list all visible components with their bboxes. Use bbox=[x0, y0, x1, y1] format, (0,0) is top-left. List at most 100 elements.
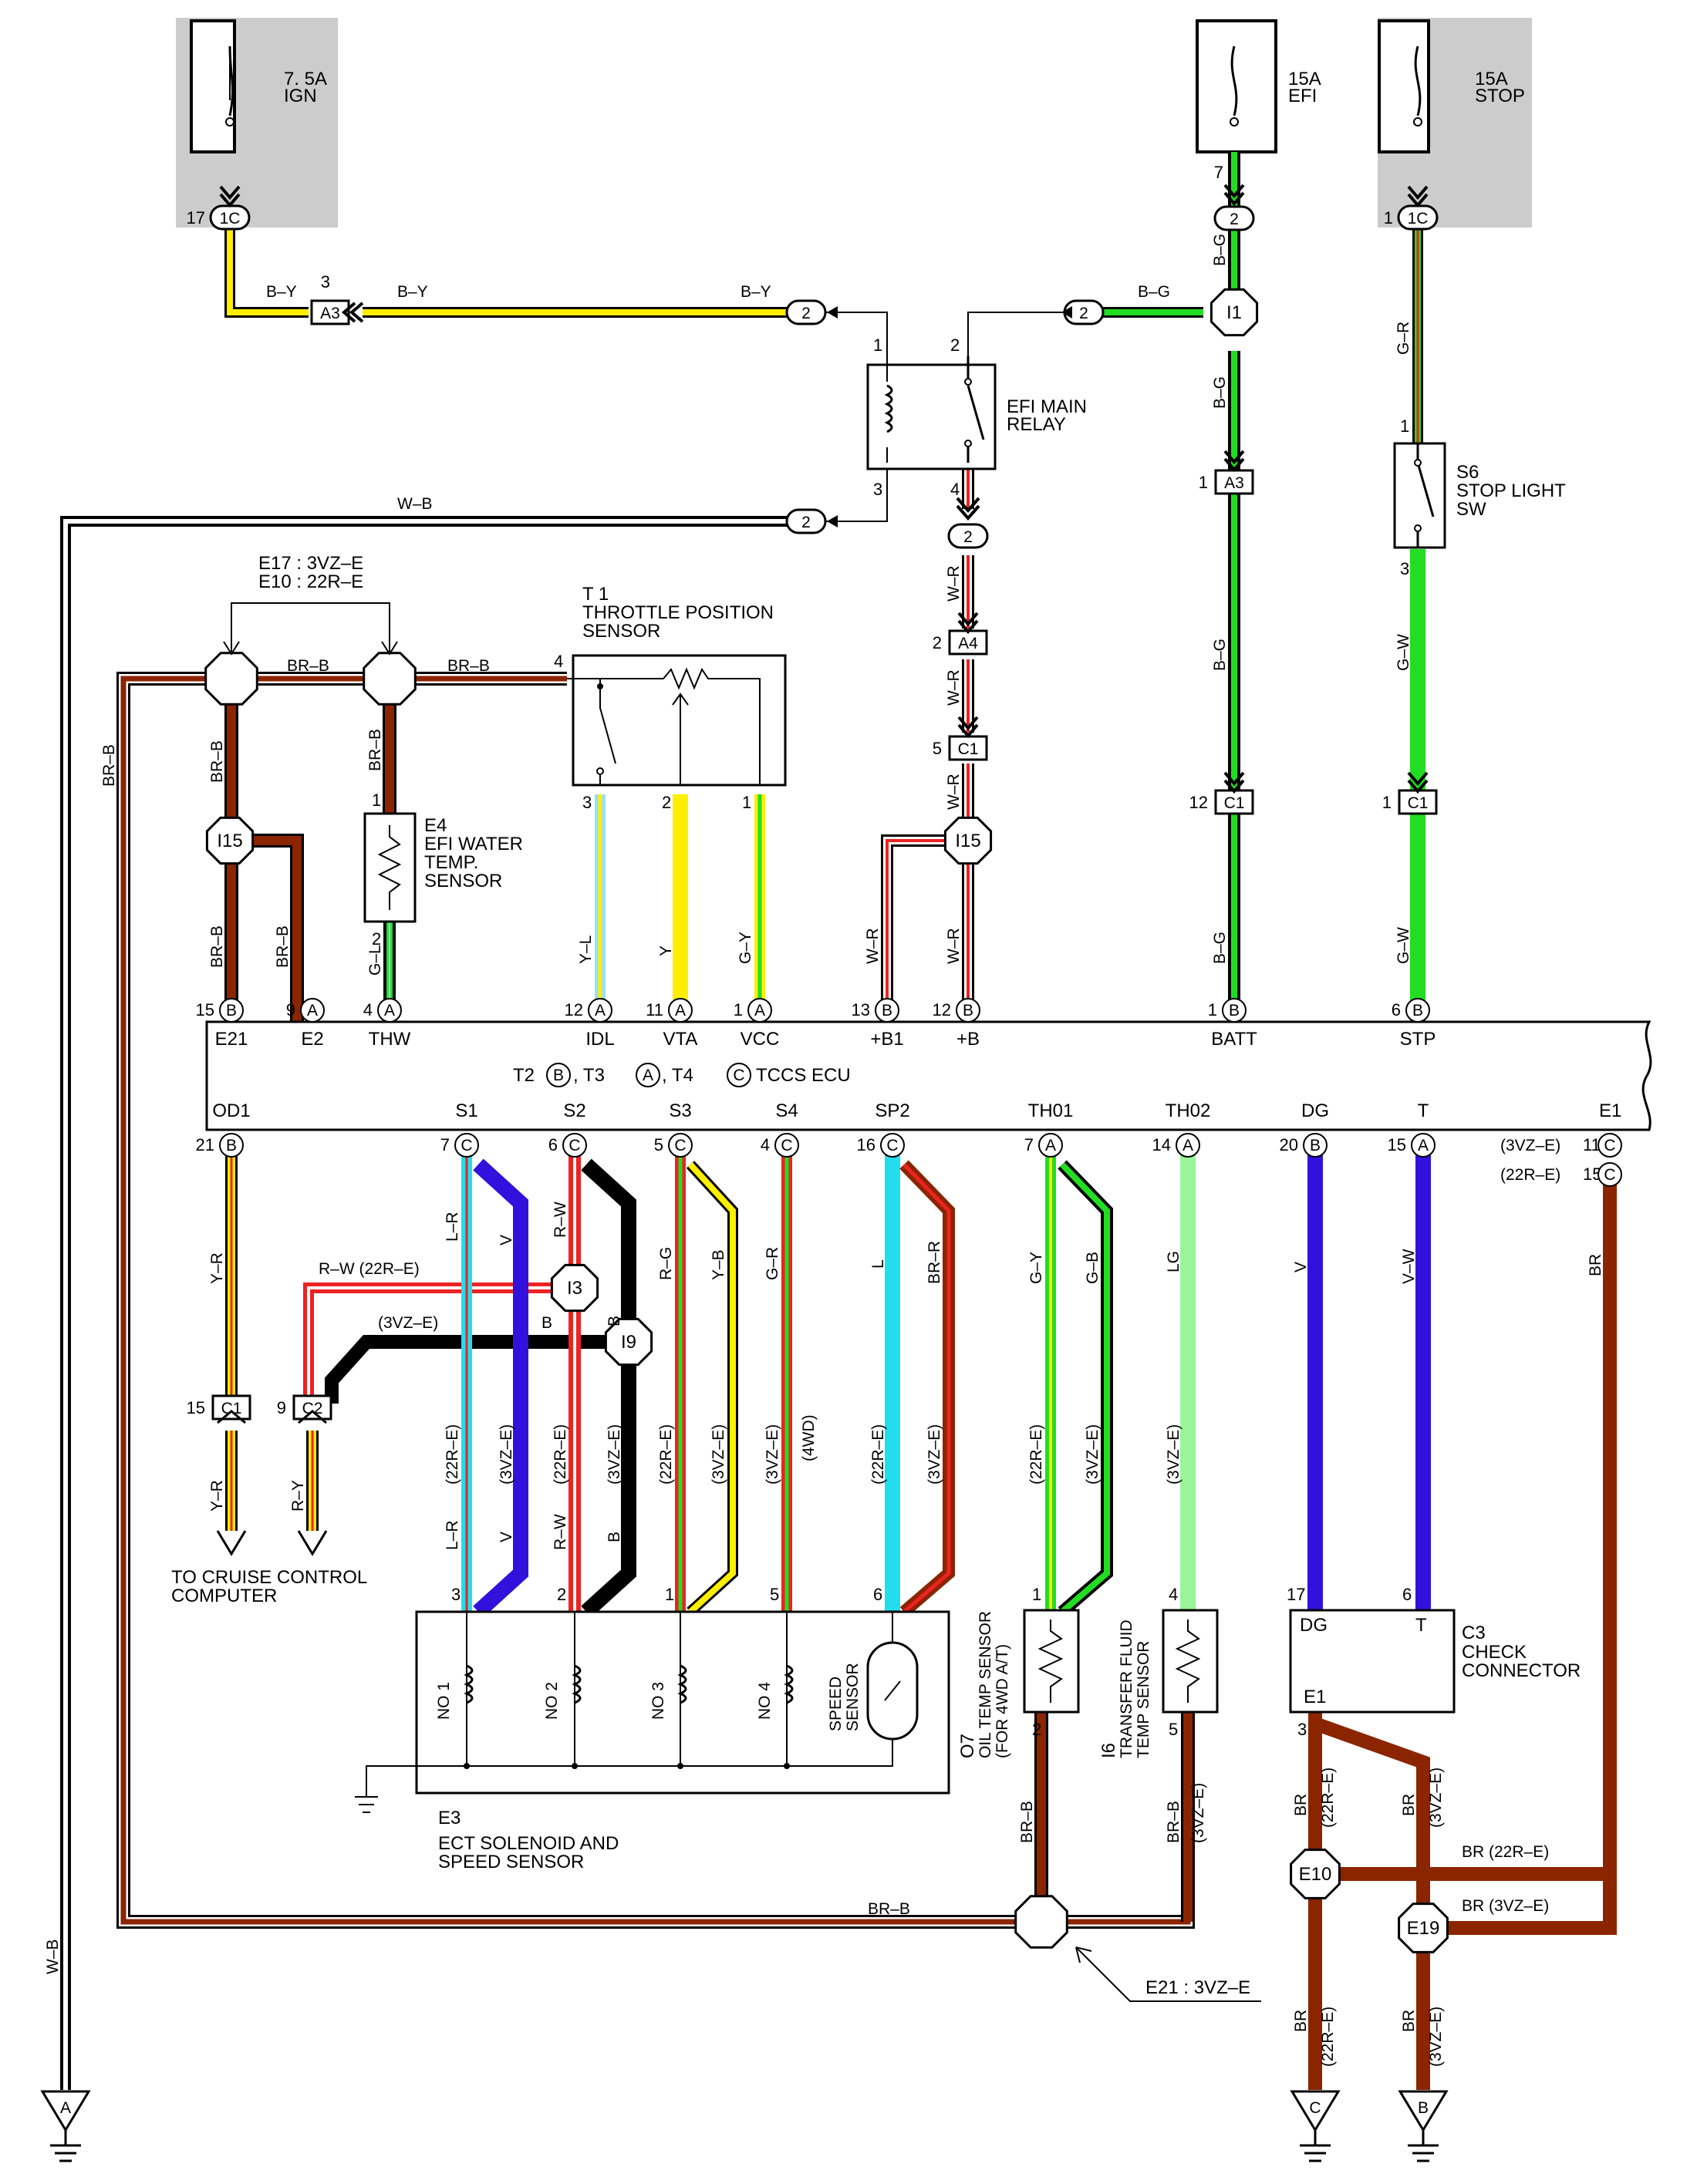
connector-1c-right-label: 1C bbox=[1408, 210, 1429, 228]
junction-i1: I1 bbox=[1209, 288, 1259, 337]
ecu-pin-name: E21 bbox=[215, 1029, 248, 1050]
ground-a-label: A bbox=[60, 2099, 71, 2117]
connector-c1-bg-label: C1 bbox=[1224, 794, 1245, 812]
cruise-control-arrows: TO CRUISE CONTROL COMPUTER bbox=[171, 1410, 367, 1606]
connector-c1-gw-label: C1 bbox=[1408, 794, 1429, 812]
wire-label-brb-left: BR–B bbox=[100, 744, 118, 787]
ecu-pin-conn: C bbox=[461, 1137, 472, 1154]
connector-c1-gw-pin: 1 bbox=[1382, 793, 1392, 812]
ecu-pin-name: DG bbox=[1301, 1100, 1329, 1121]
ecu-legend-t2: T2 bbox=[513, 1065, 535, 1086]
ground-b-label: B bbox=[1418, 2099, 1429, 2117]
splice-e21: E21 : 3VZ–E bbox=[1145, 1977, 1250, 1998]
ecu-pin-conn: B bbox=[226, 1002, 237, 1020]
wire-label-bg-1: B–G bbox=[1211, 234, 1229, 266]
wire-label-bg-3: B–G bbox=[1211, 639, 1229, 671]
variant-label-s3-22re: (22R–E) bbox=[657, 1424, 675, 1485]
ecu-pin-conn: C bbox=[781, 1137, 792, 1154]
junction-e19-label: E19 bbox=[1407, 1918, 1440, 1939]
ecu-pin-conn: B bbox=[882, 1002, 892, 1020]
connector-c1-wr-label: C1 bbox=[958, 740, 979, 758]
ecu-pin-conn: A bbox=[754, 1002, 765, 1020]
junction-i15-left-label: I15 bbox=[217, 831, 242, 851]
fuse-efi: 15A EFI bbox=[1196, 19, 1321, 153]
wire-label-v-1: V bbox=[498, 1235, 515, 1245]
ecu-pin-name: OD1 bbox=[212, 1100, 250, 1121]
wire-label-yb: Y–B bbox=[710, 1249, 727, 1280]
wire-label-bg-h: B–G bbox=[1138, 283, 1170, 301]
ecu-pin-number: 13 bbox=[852, 1000, 870, 1020]
ecu-pin-conn: C bbox=[886, 1137, 898, 1154]
variant-label-s3-3vze: (3VZ–E) bbox=[710, 1424, 727, 1485]
c3-label-1: CHECK bbox=[1462, 1642, 1527, 1663]
wire-label-brb-bottom: BR–B bbox=[868, 1900, 910, 1918]
splice-annotation-top: E17 : 3VZ–E E10 : 22R–E bbox=[223, 553, 398, 656]
wire-label-vw: V–W bbox=[1400, 1249, 1418, 1284]
connector-c1-wr-pin: 5 bbox=[933, 739, 942, 758]
wire-label-rw-2: R–W bbox=[552, 1514, 569, 1550]
wire-label-wr-2: W–R bbox=[945, 669, 963, 706]
ecu-pin-name: BATT bbox=[1211, 1029, 1257, 1050]
i6-label-1: TRANSFER FLUID bbox=[1118, 1619, 1135, 1758]
t1-id: T 1 bbox=[582, 584, 609, 605]
ecu-pin-number: 4 bbox=[761, 1135, 770, 1154]
wire-label-wr-5: W–R bbox=[864, 928, 882, 964]
connector-c1-wr: C1 5 bbox=[933, 735, 988, 761]
o7-pin-2: 2 bbox=[1032, 1720, 1041, 1739]
o7-pin-1: 1 bbox=[1032, 1585, 1041, 1604]
fuse-stop-rating: 15A bbox=[1475, 69, 1508, 89]
o7-label-2: (FOR 4WD A/T) bbox=[994, 1644, 1011, 1758]
ground-c-label: C bbox=[1309, 2099, 1321, 2117]
wire-label-bg-2: B–G bbox=[1211, 376, 1229, 409]
wire-label-gb: G–B bbox=[1084, 1252, 1102, 1284]
t1-pin-3: 3 bbox=[582, 793, 592, 812]
connector-a4: A42 bbox=[933, 629, 988, 656]
e4-label-1: EFI WATER bbox=[424, 834, 523, 854]
wire-label-gy-2: G–Y bbox=[1027, 1252, 1045, 1284]
junction-e19: E19 bbox=[1398, 1903, 1449, 1953]
ecu-bottom-pins: B21OD1C7S1C6S2C5S3C4S4C16SP2A7TH01A14TH0… bbox=[196, 1100, 1436, 1158]
wire-label-brb-o7: BR–B bbox=[1018, 1801, 1036, 1843]
relay-label-1: EFI MAIN bbox=[1007, 396, 1087, 417]
c3-e1: E1 bbox=[1304, 1687, 1326, 1707]
variant-label-e1-3vze: (3VZ–E) bbox=[1427, 1768, 1445, 1828]
ecu-pin-number: 21 bbox=[196, 1135, 214, 1154]
wire-label-wr-1: W–R bbox=[945, 565, 963, 602]
wire-label-gw-1: G–W bbox=[1395, 634, 1412, 671]
s6-pin-3: 3 bbox=[1400, 559, 1409, 578]
ecu-pin-name: +B bbox=[956, 1029, 980, 1050]
ecu-pin-name: SP2 bbox=[875, 1100, 909, 1121]
ecu-pin-name: S4 bbox=[775, 1100, 798, 1121]
ecu-pin-name: S2 bbox=[563, 1100, 585, 1121]
connector-arrowhead bbox=[827, 306, 838, 318]
wire-label-br-b: BR bbox=[1400, 2010, 1418, 2032]
ecu-pin-name: S1 bbox=[455, 1100, 477, 1121]
connector-2-by-label: 2 bbox=[801, 305, 811, 322]
relay-pin-2: 2 bbox=[950, 335, 960, 355]
ecu-pin-name: IDL bbox=[585, 1029, 614, 1050]
wire-label-yl: Y–L bbox=[577, 935, 595, 964]
stop-light-switch: 1 3 S6 STOP LIGHT SW bbox=[1393, 416, 1566, 578]
wire-label-gr: G–R bbox=[1395, 322, 1412, 355]
wire-label-brb-h2: BR–B bbox=[447, 657, 490, 675]
e3-pin-2: 2 bbox=[557, 1585, 566, 1604]
e3-speed-2: SENSOR bbox=[844, 1663, 862, 1731]
ecu-legend-name: TCCS ECU bbox=[756, 1065, 851, 1086]
connector-c2: C29 bbox=[277, 1394, 332, 1421]
c3-pin-3: 3 bbox=[1297, 1720, 1307, 1739]
wire-label-brb-v1: BR–B bbox=[208, 740, 226, 783]
variant-label-e19-3vze: (3VZ–E) bbox=[1427, 2007, 1445, 2067]
ecu-pin-conn: A bbox=[1418, 1137, 1429, 1154]
wire-label-wr-4: W–R bbox=[945, 928, 963, 964]
junction-i15-left: I15 bbox=[205, 816, 255, 865]
e3-speed-1: SPEED bbox=[827, 1677, 845, 1731]
transfer-fluid-temp-sensor: 4 5 I6 TRANSFER FLUID TEMP SENSOR bbox=[1098, 1585, 1219, 1758]
